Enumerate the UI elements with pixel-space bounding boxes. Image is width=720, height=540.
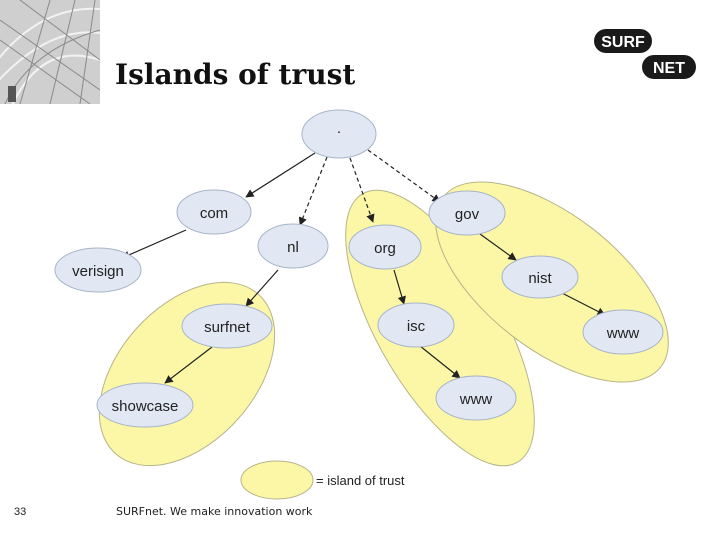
node-isc <box>377 302 455 348</box>
edge-com-verisign <box>121 229 187 259</box>
logo-line2: NET <box>653 60 685 77</box>
label-showcase: showcase <box>112 398 179 415</box>
edge-isc-www <box>419 345 461 379</box>
node-root <box>301 109 377 159</box>
label-gov: gov <box>455 206 480 223</box>
footer-text: SURFnet. We make innovation work <box>116 505 313 518</box>
edges <box>121 149 606 384</box>
nodes <box>54 109 664 428</box>
node-www-isc <box>435 375 517 421</box>
node-com <box>176 189 252 235</box>
edge-root-org <box>349 157 375 223</box>
node-surfnet <box>181 303 273 349</box>
label-surfnet: surfnet <box>204 319 251 336</box>
node-verisign <box>54 247 142 293</box>
legend-label: = island of trust <box>316 473 405 488</box>
legend-swatch <box>240 460 314 500</box>
edge-gov-nist <box>479 233 517 261</box>
node-labels: . com nl org gov verisign surfnet isc ni… <box>72 120 639 415</box>
node-org <box>348 224 422 270</box>
label-verisign: verisign <box>72 263 124 280</box>
node-www-nist <box>582 309 664 355</box>
edge-nl-surfnet <box>245 269 279 307</box>
edge-surfnet-showcase <box>164 346 213 384</box>
node-gov <box>428 190 506 236</box>
node-nl <box>257 223 329 269</box>
page-number: 33 <box>14 506 27 518</box>
label-com: com <box>200 205 228 222</box>
label-nl: nl <box>287 239 299 256</box>
legend: = island of trust <box>240 460 405 500</box>
edge-root-gov <box>367 149 441 203</box>
corner-photo <box>0 0 100 104</box>
edge-root-nl <box>298 156 328 226</box>
node-showcase <box>96 382 194 428</box>
label-nist: nist <box>528 270 552 287</box>
label-www-nist: www <box>606 325 640 342</box>
label-root: . <box>337 120 341 137</box>
label-org: org <box>374 240 396 257</box>
edge-nist-www <box>559 291 606 316</box>
edge-root-com <box>245 152 316 198</box>
node-nist <box>501 255 579 299</box>
logo-line1: SURF <box>601 34 645 51</box>
label-isc: isc <box>407 318 426 335</box>
surfnet-logo: SURF NET <box>594 29 696 79</box>
label-www-isc: www <box>459 391 493 408</box>
slide-title: Islands of trust <box>115 58 356 91</box>
edge-org-isc <box>393 269 406 305</box>
